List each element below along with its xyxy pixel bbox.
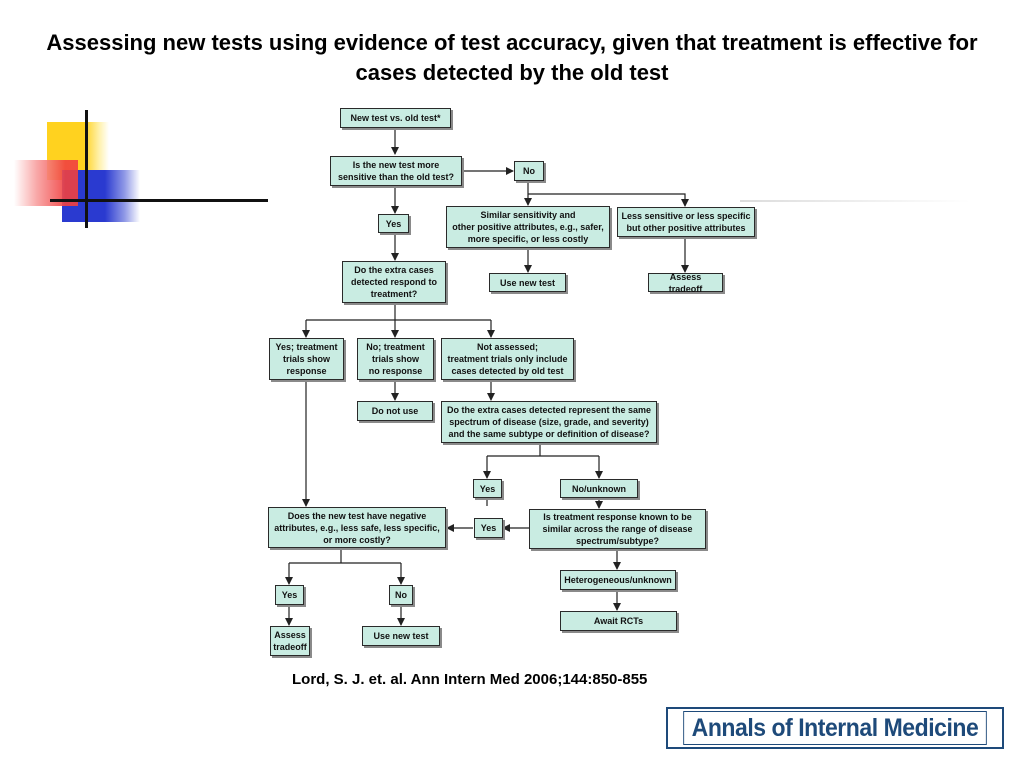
node-heterogeneous-unknown: Heterogeneous/unknown	[560, 570, 676, 590]
node-similar-sensitivity: Similar sensitivity and other positive a…	[446, 206, 610, 248]
deco-horizontal-line	[50, 199, 268, 202]
node-spectrum-question: Do the extra cases detected represent th…	[441, 401, 657, 443]
node-more-sensitive-question: Is the new test more sensitive than the …	[330, 156, 462, 186]
node-new-vs-old: New test vs. old test*	[340, 108, 451, 128]
node-less-sensitive: Less sensitive or less specific but othe…	[617, 207, 755, 237]
node-await-rcts: Await RCTs	[560, 611, 677, 631]
journal-logo-text: Annals of Internal Medicine	[683, 711, 987, 745]
node-not-assessed: Not assessed; treatment trials only incl…	[441, 338, 574, 380]
node-yes-3: Yes	[474, 518, 503, 538]
node-yes-1: Yes	[378, 214, 409, 233]
node-use-new-test-2: Use new test	[362, 626, 440, 646]
node-response-known-question: Is treatment response known to be simila…	[529, 509, 706, 549]
deco-red-square	[14, 160, 78, 206]
deco-vertical-line	[85, 110, 88, 228]
journal-logo: Annals of Internal Medicine	[666, 707, 1004, 749]
node-no-1: No	[514, 161, 544, 181]
node-yes-2: Yes	[473, 479, 502, 498]
node-no-response: No; treatment trials show no response	[357, 338, 434, 380]
citation: Lord, S. J. et. al. Ann Intern Med 2006;…	[292, 671, 648, 688]
node-do-not-use: Do not use	[357, 401, 433, 421]
node-assess-tradeoff-1: Assess tradeoff	[648, 272, 723, 294]
deco-fade-line	[740, 200, 970, 202]
node-yes-4: Yes	[275, 585, 304, 605]
node-yes-response: Yes; treatment trials show response	[269, 338, 344, 380]
node-no-unknown: No/unknown	[560, 479, 638, 498]
slide-title: Assessing new tests using evidence of te…	[46, 30, 978, 85]
node-assess-tradeoff-2: Assess tradeoff	[270, 626, 310, 656]
edge-no-less	[528, 193, 689, 207]
node-respond-question: Do the extra cases detected respond to t…	[342, 261, 446, 303]
node-negative-attributes: Does the new test have negative attribut…	[268, 507, 446, 548]
node-use-new-test-1: Use new test	[489, 273, 566, 292]
node-no-2: No	[389, 585, 413, 605]
